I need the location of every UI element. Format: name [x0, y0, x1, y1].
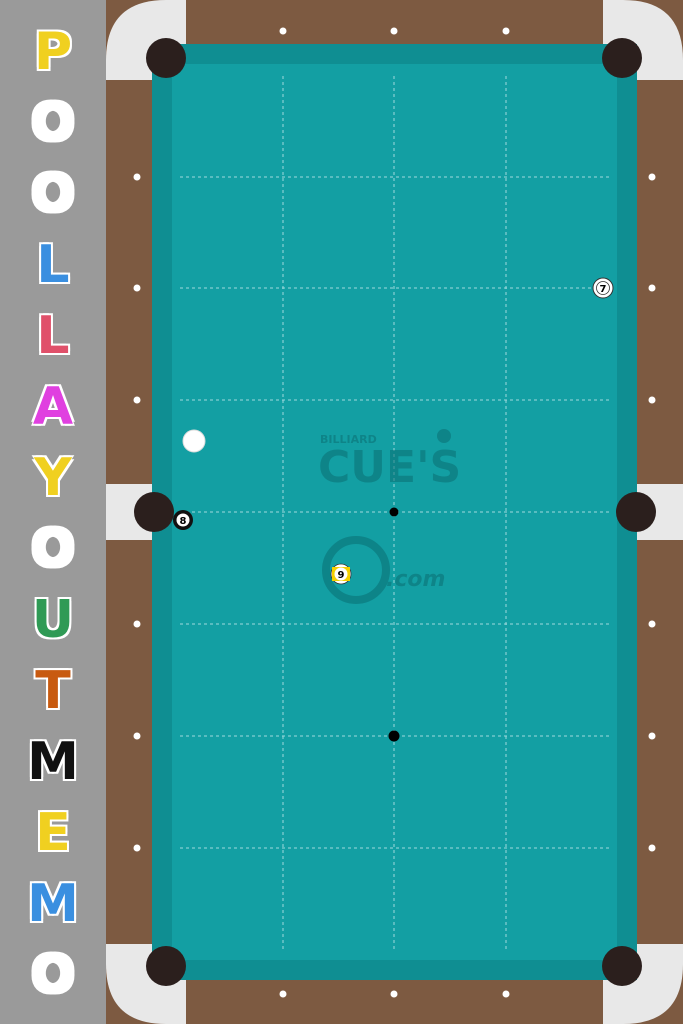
rail-diamond: [502, 27, 510, 35]
pocket-side-right: [616, 492, 656, 532]
cues-logo: BILLIARD CUE'S .com: [318, 429, 461, 604]
logo-d-icon: [322, 536, 390, 604]
title-letter: O: [30, 945, 76, 1005]
pockets: [134, 38, 656, 986]
rail-diamond: [648, 844, 656, 852]
logo-main-text: CUE'S: [318, 442, 461, 493]
rail-diamond: [279, 27, 287, 35]
title-letter: O: [30, 93, 76, 153]
rail-diamond: [390, 27, 398, 35]
rail-diamond: [133, 284, 141, 292]
ball-9[interactable]: 9: [330, 563, 352, 585]
pocket-top-right: [602, 38, 642, 78]
pocket-bottom-left: [146, 946, 186, 986]
title-letter: M: [27, 732, 79, 792]
title-letter: E: [35, 803, 71, 863]
ball-cue[interactable]: [182, 429, 206, 453]
foot-spot: [388, 730, 400, 742]
ball-8[interactable]: 8: [173, 510, 193, 530]
rail-diamond: [133, 620, 141, 628]
title-letter: A: [32, 377, 74, 437]
ball-8-label: 8: [180, 516, 187, 527]
title-letter: O: [30, 164, 76, 224]
pool-table[interactable]: BILLIARD CUE'S .com 7 8: [106, 0, 683, 1024]
rail-diamond: [502, 990, 510, 998]
ball-9-label: 9: [338, 570, 345, 581]
rail-diamond: [648, 173, 656, 181]
rail-diamond: [133, 844, 141, 852]
rail-diamond: [133, 173, 141, 181]
rail-diamonds: [133, 27, 656, 998]
title-letter: T: [35, 661, 71, 721]
rail-diamond: [390, 990, 398, 998]
center-spot: [389, 507, 399, 517]
ball-7-label: 7: [600, 284, 607, 295]
title-letter: M: [27, 874, 79, 934]
logo-small-text: BILLIARD: [320, 433, 377, 446]
rail-diamond: [648, 284, 656, 292]
rail-diamond: [133, 396, 141, 404]
table-grid: [180, 76, 609, 950]
pocket-top-left: [146, 38, 186, 78]
rail-diamond: [133, 732, 141, 740]
logo-domain-text: .com: [386, 567, 445, 592]
title-letter: L: [36, 235, 70, 295]
pocket-side-left: [134, 492, 174, 532]
title-letter: L: [36, 306, 70, 366]
title-letter: U: [31, 590, 75, 650]
title-letter: P: [33, 22, 73, 82]
rail-diamond: [648, 620, 656, 628]
title-letter: O: [30, 519, 76, 579]
ball-7[interactable]: 7: [592, 277, 614, 299]
balls-layer[interactable]: 7 8 9: [173, 277, 614, 585]
title-letter: Y: [34, 448, 72, 508]
rail-diamond: [648, 732, 656, 740]
rail-diamond: [648, 396, 656, 404]
pocket-bottom-right: [602, 946, 642, 986]
rail-diamond: [279, 990, 287, 998]
logo-ball-icon: [437, 429, 451, 443]
